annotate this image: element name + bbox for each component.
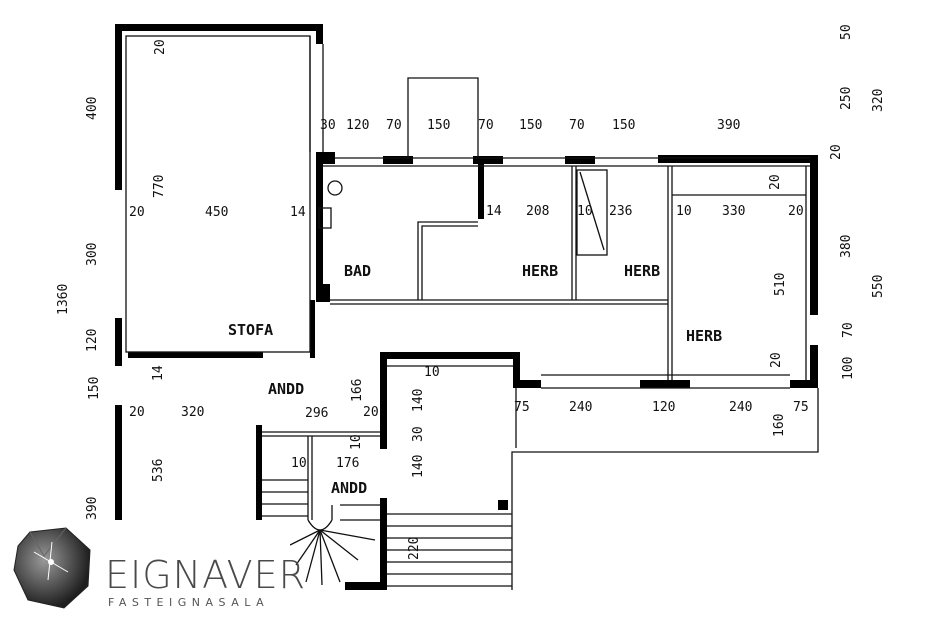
dimension: 150	[427, 118, 450, 133]
dimension: 10	[577, 204, 593, 219]
dimension: 150	[87, 377, 102, 400]
dimension: 390	[717, 118, 740, 133]
gem-icon	[13, 527, 91, 609]
dimension: 50	[839, 24, 854, 40]
room-label-bad: BAD	[344, 262, 371, 280]
dimension: 236	[609, 204, 632, 219]
dimension: 14	[151, 365, 166, 381]
dimension-labels: 30 120 70 150 70 150 70 150 390 50 250 3…	[56, 24, 886, 560]
dimension: 10	[424, 365, 440, 380]
dimension: 240	[569, 400, 592, 415]
dimension: 380	[839, 235, 854, 258]
dimension: 30	[411, 426, 426, 442]
dimension: 14	[486, 204, 502, 219]
room-label-herb: HERB	[686, 327, 722, 345]
dimension: 510	[773, 273, 788, 296]
logo-tagline: FASTEIGNASALA	[108, 596, 270, 609]
dimension: 390	[85, 497, 100, 520]
dimension: 20	[153, 39, 168, 55]
dimension: 296	[305, 406, 328, 421]
dimension: 240	[729, 400, 752, 415]
dimension: 1360	[56, 284, 71, 315]
dimension: 400	[85, 97, 100, 120]
dimension: 140	[411, 389, 426, 412]
dimension: 166	[350, 379, 365, 402]
dimension: 450	[205, 205, 228, 220]
dimension: 70	[478, 118, 494, 133]
dimension: 770	[152, 175, 167, 198]
dimension: 250	[839, 87, 854, 110]
dimension: 300	[85, 243, 100, 266]
dimension: 14	[290, 205, 306, 220]
logo-name: EIGNAVER	[105, 553, 307, 597]
dimension: 20	[363, 405, 379, 420]
dimension: 150	[519, 118, 542, 133]
dimension: 30	[320, 118, 336, 133]
company-logo	[0, 520, 290, 620]
dimension: 330	[722, 204, 745, 219]
walls	[115, 24, 818, 590]
dimension: 120	[85, 329, 100, 352]
dimension: 20	[788, 204, 804, 219]
room-label-andd: ANDD	[268, 380, 304, 398]
dimension: 150	[612, 118, 635, 133]
dimension: 208	[526, 204, 549, 219]
dimension: 10	[676, 204, 692, 219]
dimension: 75	[793, 400, 809, 415]
room-labels: STOFA BAD HERB HERB HERB ANDD ANDD	[228, 262, 722, 497]
dimension: 20	[769, 352, 784, 368]
dimension: 20	[768, 174, 783, 190]
dimension: 70	[386, 118, 402, 133]
dimension: 20	[829, 144, 844, 160]
dimension: 10	[291, 456, 307, 471]
dimension: 75	[514, 400, 530, 415]
dimension: 160	[772, 414, 787, 437]
dimension: 176	[336, 456, 359, 471]
dimension: 120	[652, 400, 675, 415]
room-label-andd: ANDD	[331, 479, 367, 497]
dimension: 20	[129, 405, 145, 420]
dimension: 536	[151, 459, 166, 482]
dimension: 70	[569, 118, 585, 133]
dimension: 220	[407, 537, 422, 560]
dimension: 100	[841, 357, 856, 380]
room-label-herb: HERB	[624, 262, 660, 280]
dimension: 120	[346, 118, 369, 133]
room-label-stofa: STOFA	[228, 321, 273, 339]
dimension: 20	[129, 205, 145, 220]
dimension: 70	[841, 322, 856, 338]
dimension: 140	[411, 455, 426, 478]
dimension: 550	[871, 275, 886, 298]
room-label-herb: HERB	[522, 262, 558, 280]
dimension: 10	[349, 434, 364, 450]
dimension: 320	[181, 405, 204, 420]
dimension: 320	[871, 89, 886, 112]
thin-lines	[125, 35, 819, 590]
